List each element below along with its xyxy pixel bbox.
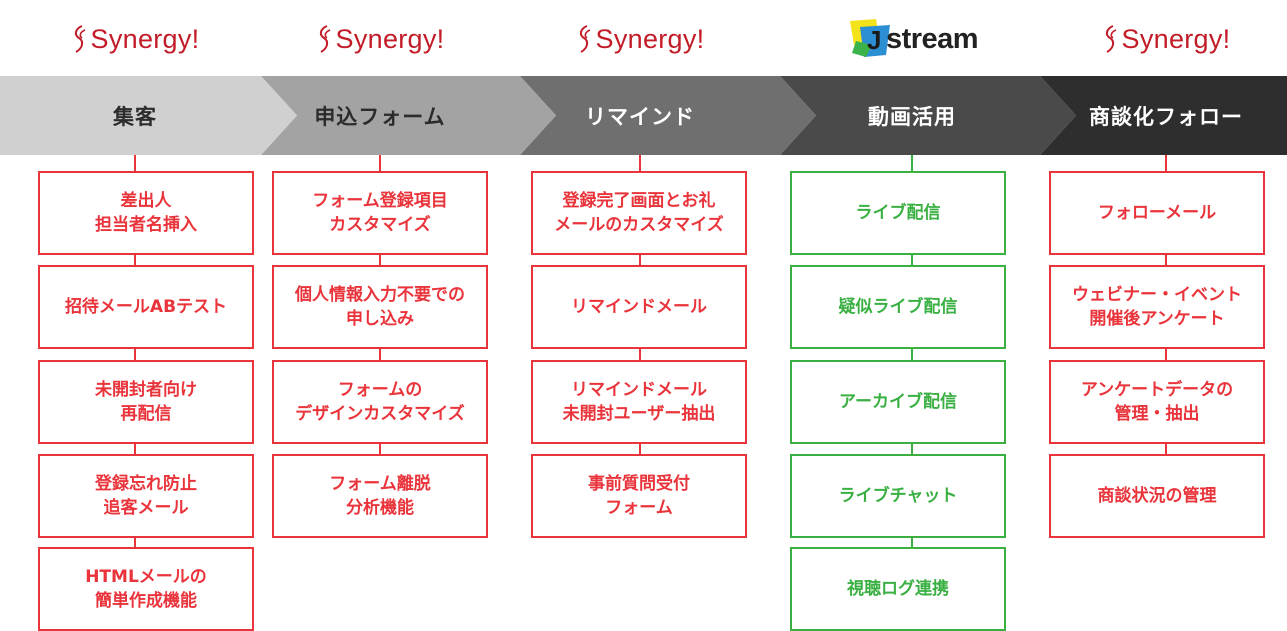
stage-arrow-5 xyxy=(1040,76,1287,155)
feature-box: フォームの デザインカスタマイズ xyxy=(272,360,488,444)
synergy-logo-text: Synergy! xyxy=(1121,23,1231,54)
feature-box: フォローメール xyxy=(1049,171,1265,255)
synergy-logo-text: Synergy! xyxy=(335,23,445,54)
synergy-logo-text: Synergy! xyxy=(90,23,200,54)
synergy-swirl-icon xyxy=(319,25,330,53)
feature-box: リマインドメール xyxy=(531,265,747,349)
svg-text:J: J xyxy=(867,25,881,55)
feature-box: ウェビナー・イベント 開催後アンケート xyxy=(1049,265,1265,349)
column-4-connector xyxy=(911,155,913,547)
stage-arrow-3 xyxy=(520,76,816,155)
feature-box: ライブ配信 xyxy=(790,171,1006,255)
feature-box: 個人情報入力不要での 申し込み xyxy=(272,265,488,349)
column-1-connector xyxy=(134,155,136,547)
feature-box: リマインドメール 未開封ユーザー抽出 xyxy=(531,360,747,444)
feature-box: アーカイブ配信 xyxy=(790,360,1006,444)
process-stage-bar xyxy=(0,76,1287,155)
jstream-j-icon: J xyxy=(849,19,890,57)
feature-box: フォーム登録項目 カスタマイズ xyxy=(272,171,488,255)
synergy-swirl-icon xyxy=(1105,25,1116,53)
column-2-logo: Synergy! xyxy=(270,14,490,64)
feature-box: 商談状況の管理 xyxy=(1049,454,1265,538)
synergy-swirl-icon xyxy=(74,25,85,53)
feature-box: フォーム離脱 分析機能 xyxy=(272,454,488,538)
stage-label-1: 集客 xyxy=(113,104,157,129)
stage-label-3: リマインド xyxy=(585,104,695,129)
feature-box: HTMLメールの 簡単作成機能 xyxy=(38,547,254,631)
feature-box: 登録忘れ防止 追客メール xyxy=(38,454,254,538)
feature-box: 招待メールABテスト xyxy=(38,265,254,349)
feature-box: アンケートデータの 管理・抽出 xyxy=(1049,360,1265,444)
column-3-logo: Synergy! xyxy=(530,14,750,64)
column-5-logo: Synergy! xyxy=(1056,14,1276,64)
stage-arrow-4 xyxy=(780,76,1076,155)
stage-label-5: 商談化フォロー xyxy=(1089,104,1243,129)
synergy-logo-text: Synergy! xyxy=(595,23,705,54)
column-1-logo: Synergy! xyxy=(25,14,245,64)
feature-box: 未開封者向け 再配信 xyxy=(38,360,254,444)
stage-label-4: 動画活用 xyxy=(868,104,956,129)
feature-box: 事前質問受付 フォーム xyxy=(531,454,747,538)
feature-box: ライブチャット xyxy=(790,454,1006,538)
synergy-swirl-icon xyxy=(579,25,590,53)
feature-box: 差出人 担当者名挿入 xyxy=(38,171,254,255)
stage-label-2: 申込フォーム xyxy=(314,104,446,129)
feature-box: 登録完了画面とお礼 メールのカスタマイズ xyxy=(531,171,747,255)
feature-box: 疑似ライブ配信 xyxy=(790,265,1006,349)
stage-arrow-2 xyxy=(261,76,556,155)
jstream-logo-text: stream xyxy=(885,22,979,55)
feature-box: 視聴ログ連携 xyxy=(790,547,1006,631)
stage-arrow-1 xyxy=(0,76,297,155)
